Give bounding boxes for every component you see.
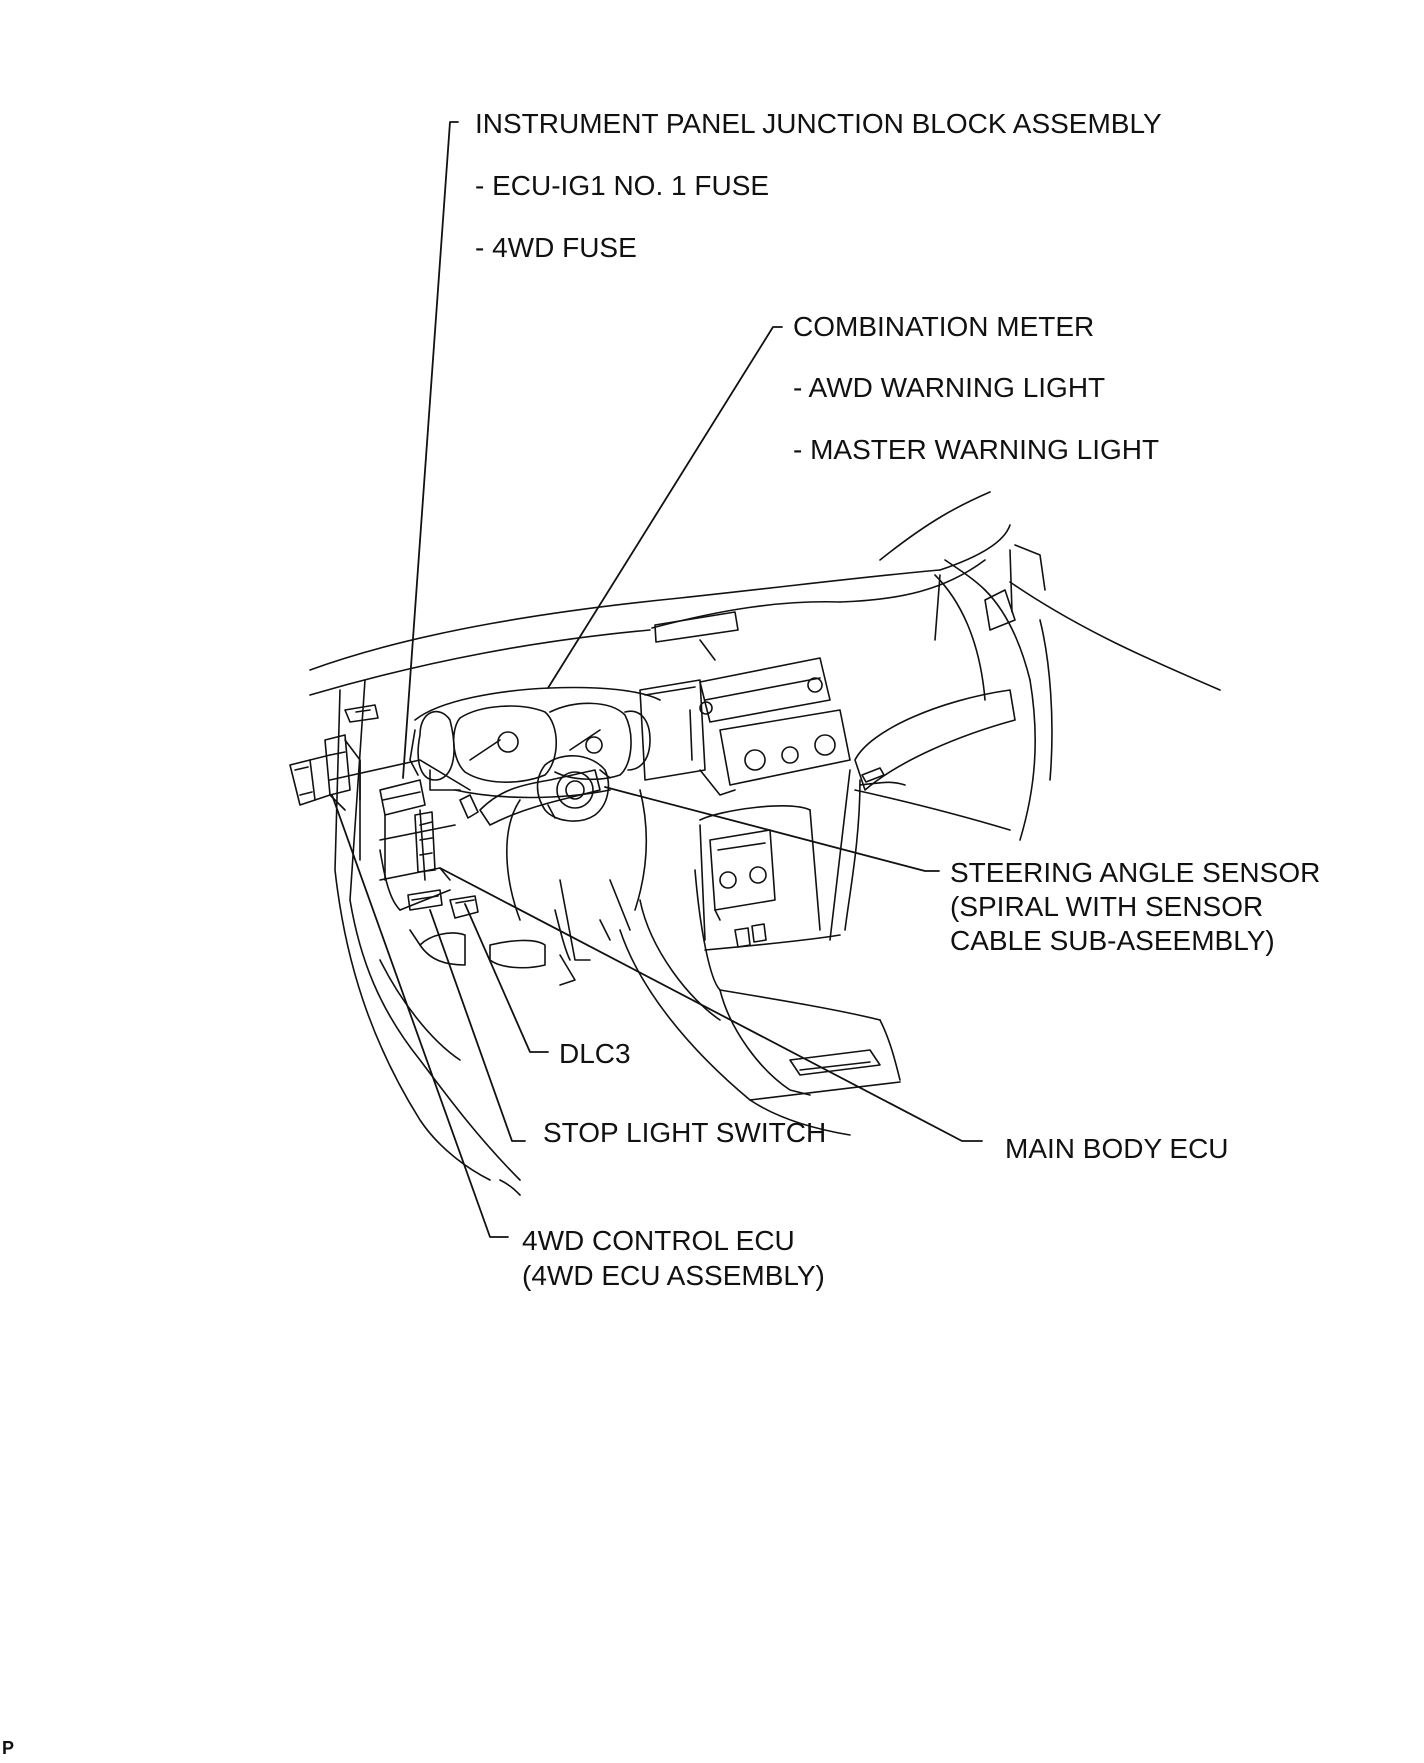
label-ip-junction-block: INSTRUMENT PANEL JUNCTION BLOCK ASSEMBLY xyxy=(475,108,1162,139)
spiral-sensor xyxy=(536,755,611,822)
ecu-4wd-bracket xyxy=(289,734,361,811)
junction-block xyxy=(379,779,479,919)
leader-dlc3 xyxy=(464,903,549,1053)
label-4wd-control-ecu: 4WD CONTROL ECU xyxy=(522,1225,795,1256)
label-steering-angle-sensor-line3: CABLE SUB-ASEEMBLY) xyxy=(950,925,1275,956)
label-4wd-control-ecu-line2: (4WD ECU ASSEMBLY) xyxy=(522,1260,825,1291)
label-combination-meter: COMBINATION METER xyxy=(793,311,1095,342)
combination-meter-cluster xyxy=(409,686,661,799)
hood-release xyxy=(344,704,379,723)
lower-panel xyxy=(329,679,611,1196)
label-dlc3: DLC3 xyxy=(559,1038,631,1069)
label-steering-angle-sensor-line2: (SPIRAL WITH SENSOR xyxy=(950,891,1264,922)
label-stop-light-switch: STOP LIGHT SWITCH xyxy=(543,1117,827,1148)
dashboard-outline xyxy=(309,491,1221,941)
leader-ip-junction-block xyxy=(402,121,459,779)
label-4wd-fuse: - 4WD FUSE xyxy=(475,232,637,263)
center-console xyxy=(619,869,901,1136)
leader-4wd-control-ecu xyxy=(331,794,509,1238)
label-main-body-ecu: MAIN BODY ECU xyxy=(1005,1133,1229,1164)
label-ecu-ig1-fuse: - ECU-IG1 NO. 1 FUSE xyxy=(475,170,770,201)
leader-combination-meter xyxy=(547,326,783,689)
label-master-warning-light: - MASTER WARNING LIGHT xyxy=(793,434,1160,465)
leader-lines xyxy=(331,121,983,1238)
steering-column xyxy=(459,769,648,961)
corner-mark: P xyxy=(2,1738,15,1758)
label-steering-angle-sensor: STEERING ANGLE SENSOR xyxy=(950,857,1321,888)
center-stack xyxy=(639,611,851,951)
label-awd-warning-light: - AWD WARNING LIGHT xyxy=(793,372,1106,403)
leader-main-body-ecu xyxy=(439,867,983,1142)
leader-steering-angle-sensor xyxy=(604,786,940,872)
leader-stop-light-switch xyxy=(429,909,526,1142)
